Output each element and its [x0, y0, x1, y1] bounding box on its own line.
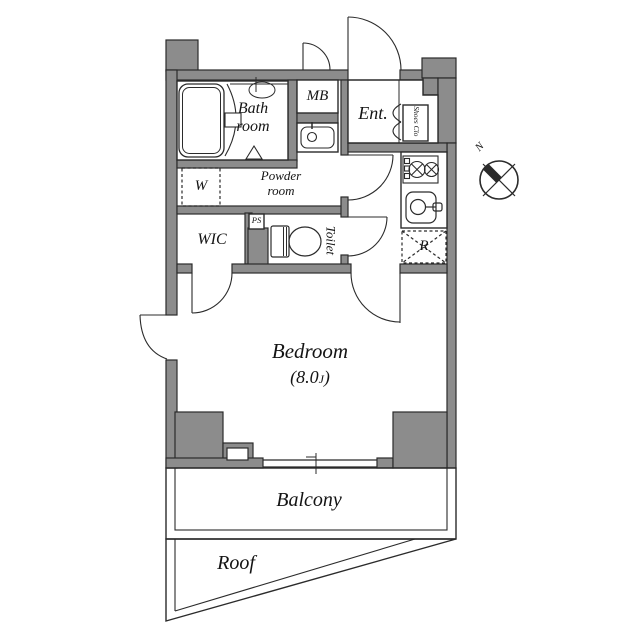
doors	[139, 16, 402, 474]
wall-right-notch	[422, 77, 439, 96]
wall-left-upper	[165, 69, 178, 316]
bedroom-size: (8.0J)	[240, 367, 380, 388]
left-window	[139, 314, 168, 360]
toilet-door	[347, 216, 388, 257]
powder-room-label-line2: room	[267, 182, 295, 198]
wall-bottom-left-block	[174, 411, 224, 463]
powder-sink-icon	[300, 122, 335, 149]
wall-vent-cutout	[226, 447, 249, 461]
roof-outline	[165, 538, 457, 622]
ps-label: PS	[251, 215, 262, 225]
fixtures	[178, 77, 443, 258]
fridge-diagonal-2	[401, 230, 447, 264]
bedroom-size-unit: J	[318, 372, 324, 387]
toilet-icon	[270, 225, 322, 258]
wall-right-upper	[437, 77, 457, 144]
bedroom-size-open: (8.0	[290, 367, 319, 388]
compass-icon	[479, 160, 519, 200]
powder-room-label-line1: Powder	[260, 168, 302, 183]
wall-bath-bottom	[176, 159, 298, 169]
wic-door	[191, 272, 233, 314]
bedroom-name: Bedroom	[271, 339, 349, 363]
stove-icon	[402, 155, 440, 184]
compass-needle	[482, 163, 502, 183]
wall-bedroom-top-a	[176, 263, 193, 274]
wall-hall-b	[340, 196, 349, 218]
bath-ledge	[224, 112, 242, 128]
ps-box	[248, 213, 265, 230]
wall-top-left-block	[165, 39, 199, 72]
washer-label: W	[194, 178, 208, 194]
walls	[165, 39, 457, 469]
bedroom-door	[350, 272, 401, 323]
entrance-label: Ent.	[358, 103, 388, 123]
bedroom-label: Bedroom (8.0J)	[240, 339, 380, 388]
wall-powder-bottom	[176, 205, 343, 215]
shoes-closet-label: Shoes Clo	[411, 106, 421, 137]
wall-right-lower	[446, 142, 457, 469]
wall-bedroom-top-c	[399, 263, 448, 274]
fridge-label: R	[419, 238, 429, 254]
toilet-label: Toilet	[323, 225, 339, 256]
roof-label: Roof	[217, 552, 255, 574]
mb-box	[296, 79, 339, 114]
bathtub-icon	[178, 83, 225, 158]
shoes-closet-box	[402, 104, 429, 142]
bath-room-label: Bath room	[213, 100, 293, 137]
bath-washbasin-icon	[230, 77, 288, 99]
mb-label: MB	[306, 88, 329, 104]
powder-room-label: Powder room	[246, 168, 316, 199]
wall-bottom-band-right	[376, 457, 394, 469]
shoes-closet-doors	[392, 103, 402, 141]
fridge-box	[401, 230, 447, 264]
dashed-boxes	[181, 167, 447, 264]
bedroom-size-close: )	[323, 367, 330, 388]
roof-inner-slant	[174, 538, 416, 612]
bath-door-pivot-triangle	[245, 144, 263, 160]
mb-door	[302, 42, 331, 71]
wall-top-right-block	[421, 57, 457, 79]
wall-bottom-right-block	[392, 411, 448, 469]
fridge-diagonal-1	[401, 230, 447, 264]
bath-room-label-line2: room	[236, 118, 270, 136]
wic-label: WIC	[197, 231, 227, 248]
washer-box	[181, 167, 221, 207]
bath-room-label-line1: Bath	[237, 100, 269, 117]
balcony-label: Balcony	[276, 489, 342, 511]
wall-top-left	[165, 69, 349, 81]
powder-door	[347, 154, 394, 201]
balcony-inner-line	[174, 467, 448, 531]
wall-ps-below	[247, 227, 269, 268]
wall-bedroom-top-b	[231, 263, 352, 274]
wall-top-right	[399, 69, 424, 81]
entrance-door	[347, 16, 402, 71]
wall-ent-bottom	[347, 142, 448, 153]
balcony-window	[263, 453, 377, 474]
balcony-roof	[165, 467, 457, 622]
kitchen-sink-icon	[405, 191, 443, 224]
